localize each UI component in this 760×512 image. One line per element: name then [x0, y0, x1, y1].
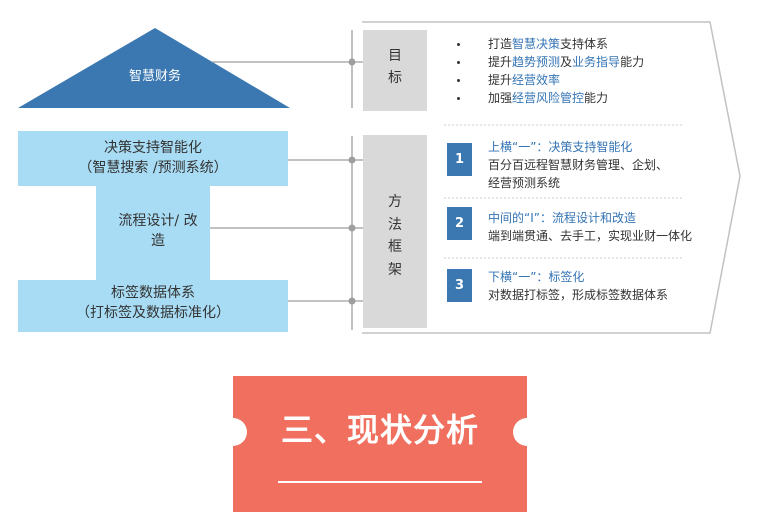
connector-dot [348, 156, 356, 164]
pillar-bottom-subtitle: （打标签及数据标准化） [76, 305, 230, 321]
framework-label-text: 方法框架 [388, 194, 402, 278]
goal-text-highlight: 经营效率 [512, 73, 561, 87]
goal-text-highlight: 趋势预测 [512, 55, 561, 69]
ticket-notch-left [219, 418, 247, 446]
framework-label: 方法框架 [363, 191, 427, 281]
step-title: 下横“一”：标签化 [488, 270, 585, 284]
bullet-dot [457, 61, 460, 64]
goal-text-part: 能力 [620, 55, 645, 69]
goal-text: 加强经营风险管控能力 [488, 89, 608, 107]
goals-label: 目标 [363, 45, 427, 89]
ticket-notch-right [513, 418, 541, 446]
step-description: 百分百远程智慧财务管理、企划、 [488, 158, 669, 172]
pillar-middle-line-1: 流程设计/ 改 [118, 213, 198, 229]
goals-panel [363, 30, 427, 111]
framework-panel [363, 135, 427, 328]
bullet-dot [457, 43, 460, 46]
step-description: 端到端贯通、去手工，实现业财一体化 [488, 229, 693, 243]
goal-text-part: 支持体系 [560, 37, 609, 51]
pillar-bottom-bar-text: 标签数据体系 （打标签及数据标准化） [18, 283, 288, 323]
framework-step: 中间的“I”：流程设计和改造 端到端贯通、去手工，实现业财一体化 [488, 209, 718, 245]
pillar-bottom-title: 标签数据体系 [111, 285, 195, 301]
pillar-top-bar-text: 决策支持智能化 （智慧搜索 /预测系统） [18, 138, 288, 178]
section-title: 三、现状分析 [280, 411, 479, 449]
goal-text-part: 能力 [584, 91, 609, 105]
list-item: 加强经营风险管控能力 [452, 89, 692, 107]
connector-dot [348, 58, 356, 66]
goal-text: 提升经营效率 [488, 71, 560, 89]
step-title: 上横“一”：决策支持智能化 [488, 140, 633, 154]
goal-text-part: 提升 [488, 55, 513, 69]
ticket-background [233, 376, 527, 512]
roof-label: 智慧财务 [128, 69, 181, 84]
connector-dot [348, 224, 356, 232]
goals-label-text: 目标 [388, 48, 402, 86]
list-item: 提升趋势预测及业务指导能力 [452, 53, 692, 71]
pillar-middle-bar-text: 流程设计/ 改 造 [100, 211, 216, 251]
pillar-top-subtitle: （智慧搜索 /预测系统） [78, 160, 228, 176]
pillar-middle-line-2: 造 [151, 233, 165, 249]
goal-text: 打造智慧决策支持体系 [488, 35, 608, 53]
goal-text-part: 加强 [488, 91, 513, 105]
step-description: 经营预测系统 [488, 176, 561, 190]
step-number-badge: 1 [447, 143, 472, 176]
step-number-badge: 2 [447, 207, 472, 240]
bullet-dot [457, 97, 460, 100]
step-number-badge: 3 [447, 269, 472, 302]
goals-list: 打造智慧决策支持体系 提升趋势预测及业务指导能力 提升经营效率 加强经营风险管控… [452, 35, 692, 107]
goal-text-highlight: 业务指导 [572, 55, 621, 69]
list-item: 提升经营效率 [452, 71, 692, 89]
goal-text: 提升趋势预测及业务指导能力 [488, 53, 644, 71]
bullet-dot [457, 79, 460, 82]
roof-triangle [18, 28, 290, 108]
goal-text-highlight: 智慧决策 [512, 37, 561, 51]
list-item: 打造智慧决策支持体系 [452, 35, 692, 53]
goal-text-highlight: 经营风险管控 [512, 91, 585, 105]
goal-text-part: 打造 [488, 37, 513, 51]
framework-step: 上横“一”：决策支持智能化 百分百远程智慧财务管理、企划、 经营预测系统 [488, 138, 718, 192]
framework-step: 下横“一”：标签化 对数据打标签，形成标签数据体系 [488, 268, 718, 304]
step-description: 对数据打标签，形成标签数据体系 [488, 288, 669, 302]
step-title: 中间的“I”：流程设计和改造 [488, 211, 636, 225]
connector-dot [348, 297, 356, 305]
goal-text-part: 提升 [488, 73, 513, 87]
pillar-shape [18, 131, 288, 332]
pillar-top-title: 决策支持智能化 [104, 140, 202, 156]
chevron-outline [362, 21, 741, 334]
goal-text-part: 及 [560, 55, 573, 69]
